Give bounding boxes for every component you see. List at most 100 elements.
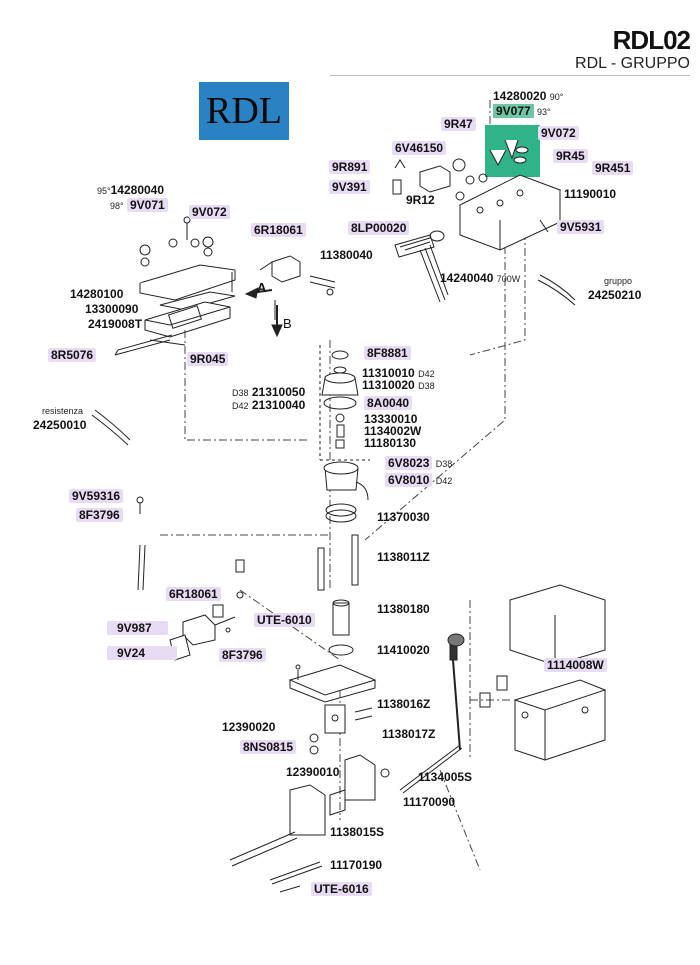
- part-code: 8F3796: [219, 648, 266, 662]
- part-code: 8R5076: [48, 348, 97, 362]
- part-note: D38: [418, 381, 435, 391]
- part-8a0040: 8A0040: [364, 396, 413, 411]
- plate-1138016Z: [288, 664, 377, 696]
- part-code: 8NS0815: [240, 740, 297, 754]
- part-2419008t: 2419008T: [88, 317, 142, 332]
- part-code: UTE-6010: [254, 613, 315, 627]
- part-code: 9V071: [126, 198, 168, 212]
- part-13330010: 13330010: [364, 412, 417, 427]
- part-note: D38: [232, 388, 249, 398]
- part-code: 24250010: [33, 418, 87, 432]
- part-11190010: 11190010: [564, 187, 616, 202]
- part-code: 8LP00020: [348, 221, 410, 235]
- part-note: D42: [435, 476, 453, 486]
- part-code: 9V5931: [557, 220, 605, 234]
- part-21310050: D38 21310050: [232, 385, 305, 401]
- part-9r45: 9R45: [553, 149, 588, 164]
- note-gruppo: gruppo: [604, 276, 633, 286]
- part-code: 13300090: [85, 302, 139, 316]
- part-11380040: 11380040: [320, 248, 373, 263]
- cable-tie-24250210: [537, 274, 576, 306]
- part-code: 11380040: [320, 248, 373, 262]
- part-9r451: 9R451: [592, 161, 634, 176]
- part-1138011z: 1138011Z: [377, 550, 430, 565]
- part-ute-6016: UTE-6016: [311, 882, 372, 897]
- part-9r47: 9R47: [441, 117, 476, 132]
- part-code: 9V077: [493, 104, 534, 118]
- part-note: 93°: [537, 107, 551, 117]
- part-code: 1138017Z: [382, 727, 436, 741]
- part-code: 9R045: [187, 352, 229, 366]
- part-note: 98°: [110, 201, 124, 211]
- part-code: 8F8881: [364, 346, 411, 360]
- part-code: 8F3796: [76, 508, 123, 522]
- part-12390010: 12390010: [286, 765, 339, 780]
- part-code: 11180130: [364, 436, 417, 450]
- part-code: 11380180: [377, 602, 430, 616]
- part-code: 1138011Z: [377, 550, 430, 564]
- cable-tie-24250010: [91, 409, 131, 446]
- part-code: 14280040: [110, 183, 165, 197]
- part-code: 8A0040: [364, 396, 413, 410]
- page-subtitle: RDL - GRUPPO: [575, 55, 690, 72]
- part-6v8023: 6V8023 D38: [385, 456, 452, 472]
- part-code: 9V59316: [69, 489, 124, 503]
- part-6v46150: 6V46150: [392, 141, 447, 156]
- part-11170190: 11170190: [330, 858, 382, 873]
- label-a: A: [257, 280, 267, 295]
- part-code: 1138016Z: [377, 697, 431, 711]
- fitting-9r45: [515, 146, 529, 154]
- part-code: 14240040: [440, 271, 494, 285]
- part-14240040: 14240040 700W: [440, 271, 520, 287]
- part-9v987: 9V987: [107, 621, 168, 636]
- part-note: 700W: [496, 274, 521, 284]
- part-code: 11410020: [377, 643, 430, 657]
- valve-6r18061: [271, 255, 301, 283]
- part-11180130: 11180130: [364, 436, 416, 451]
- part-code: 14280100: [70, 287, 124, 301]
- part-code: 9R891: [329, 160, 371, 174]
- part-code: 11310010: [362, 366, 415, 380]
- part-code: 1134002W: [364, 424, 422, 438]
- part-code: 9R12: [406, 193, 435, 207]
- part-1138015s: 1138015S: [330, 825, 384, 840]
- solenoid-6v46150: [419, 165, 451, 193]
- part-code: 1138015S: [330, 825, 385, 839]
- pin-11170190: [229, 831, 298, 867]
- part-1134005s: 1134005S: [418, 770, 472, 785]
- part-14280020: 14280020 90°: [493, 89, 563, 105]
- part-9r12: 9R12: [406, 193, 435, 208]
- part-9r891: 9R891: [329, 160, 371, 175]
- part-14280040: 95°14280040: [97, 183, 164, 199]
- part-code: 6V46150: [392, 141, 447, 155]
- part-24250010: 24250010: [33, 418, 86, 433]
- part-code: 21310040: [251, 398, 306, 412]
- part-12390020: 12390020: [222, 720, 275, 735]
- part-9v5931: 9V5931: [557, 220, 605, 235]
- part-11170090: 11170090: [403, 795, 455, 810]
- part-11410020: 11410020: [377, 643, 430, 658]
- part-code: 9V24: [107, 646, 178, 660]
- rdl-logo: RDL: [199, 82, 289, 140]
- heater-8r5076: [114, 334, 173, 356]
- part-8r5076: 8R5076: [48, 348, 97, 363]
- part-note: D42: [232, 401, 249, 411]
- part-code: 11190010: [564, 187, 617, 201]
- part-11310020: 11310020 D38: [362, 378, 435, 394]
- part-11380180: 11380180: [377, 602, 430, 617]
- part-6v8010: 6V8010 D42: [385, 473, 452, 489]
- part-13300090: 13300090: [85, 302, 138, 317]
- part-code: 13330010: [364, 412, 418, 426]
- part-code: 14280020: [493, 89, 547, 103]
- part-code: 6R18061: [166, 587, 221, 601]
- part-code: 1114008W: [544, 658, 607, 672]
- part-9v59316: 9V59316: [69, 489, 124, 504]
- part-code: 11310020: [362, 378, 415, 392]
- part-note: D42: [418, 369, 435, 379]
- part-9v072-left: 9V072: [189, 205, 230, 220]
- part-9r045: 9R045: [187, 352, 229, 367]
- part-code: 2419008T: [88, 317, 143, 331]
- part-6r18061-top: 6R18061: [251, 223, 306, 238]
- part-note: 95°: [97, 186, 111, 196]
- part-code: 12390020: [222, 720, 276, 734]
